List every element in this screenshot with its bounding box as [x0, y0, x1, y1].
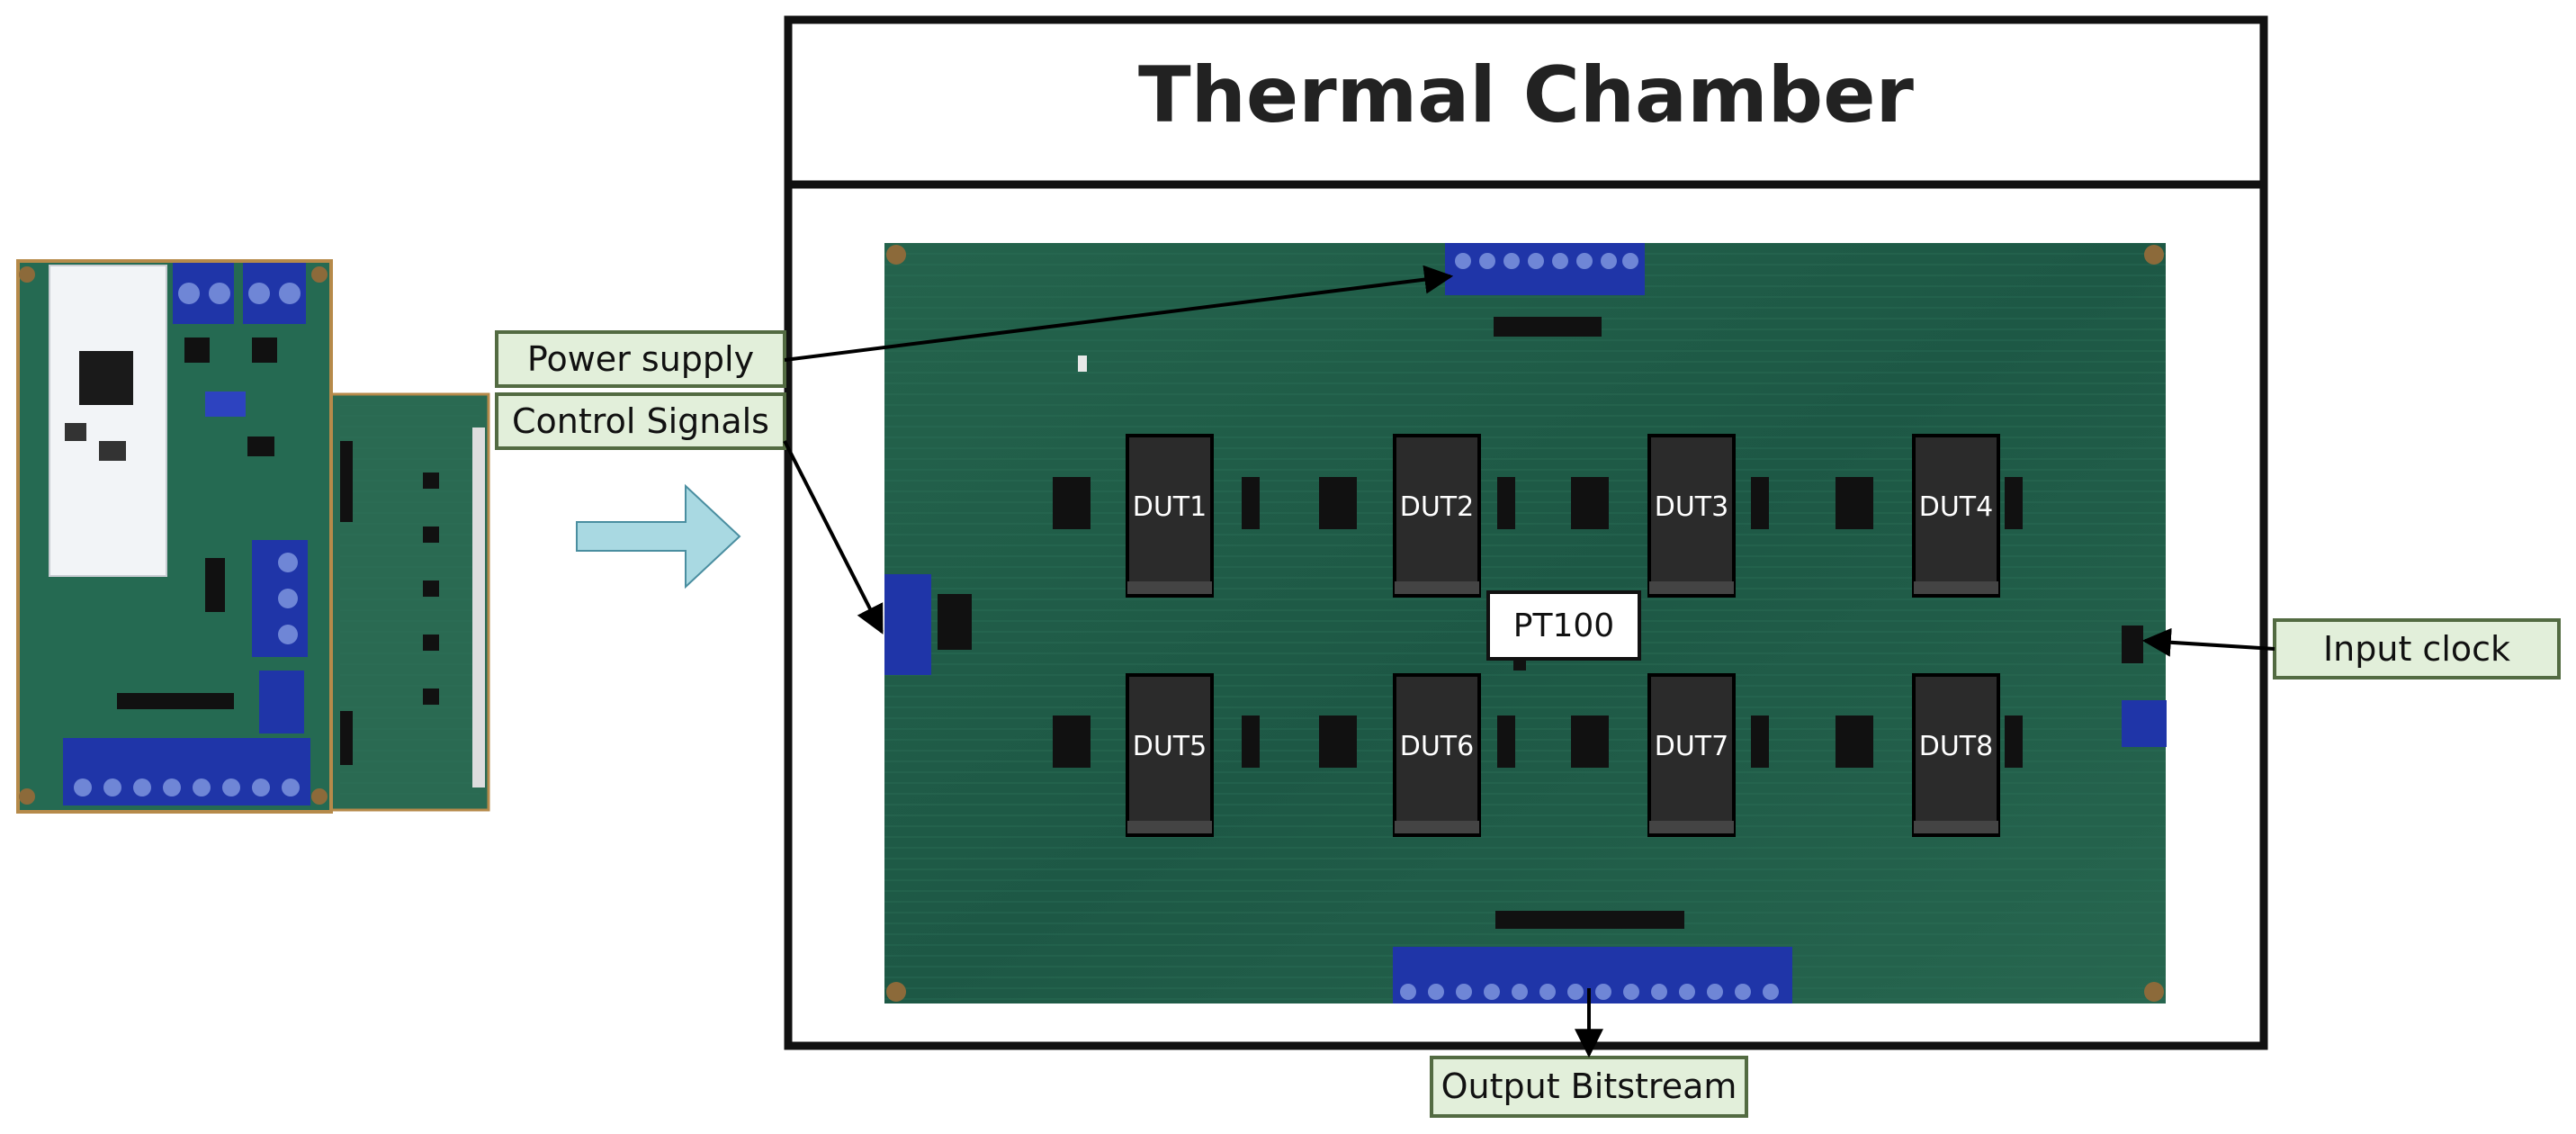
control-arrow — [783, 440, 884, 634]
thermal-chamber: Thermal Chamber — [784, 15, 2268, 1050]
control-connector-icon — [884, 574, 931, 675]
power-connector-icon — [1445, 243, 1645, 295]
callout-label: Input clock — [2323, 629, 2510, 669]
dut-chip: DUT1 — [1126, 434, 1214, 598]
callout-output-bitstream: Output Bitstream — [1430, 1056, 1748, 1118]
dut-chip: DUT4 — [1912, 434, 2000, 598]
callout-label: Control Signals — [512, 401, 769, 441]
dut-label: DUT7 — [1655, 731, 1728, 762]
dut-label: DUT4 — [1919, 491, 1993, 523]
callout-label: Power supply — [527, 339, 754, 379]
dut-label: DUT8 — [1919, 731, 1993, 762]
controller-board — [16, 259, 490, 814]
callout-input-clock: Input clock — [2273, 618, 2561, 680]
mcu-module — [49, 265, 167, 577]
chamber-title: Thermal Chamber — [1138, 50, 1915, 140]
dut-label: DUT1 — [1133, 491, 1207, 523]
dut-chip: DUT7 — [1647, 673, 1736, 837]
dut-chip: DUT2 — [1393, 434, 1481, 598]
dut-label: DUT3 — [1655, 491, 1728, 523]
output-connector-icon — [1393, 947, 1792, 1004]
callout-power-supply: Power supply — [495, 330, 786, 388]
dut-chip: DUT8 — [1912, 673, 2000, 837]
clock-arrow — [2141, 627, 2275, 657]
dut-chip: DUT6 — [1393, 673, 1481, 837]
clock-connector-icon — [2122, 626, 2143, 663]
flow-arrow-icon — [576, 483, 741, 590]
mcu-chip — [79, 351, 133, 405]
callout-control-signals: Control Signals — [495, 392, 786, 450]
dut-label: DUT6 — [1400, 731, 1474, 762]
power-arrow — [784, 265, 1454, 362]
terminal-strip-icon — [63, 738, 310, 806]
pt100-sensor: PT100 — [1486, 590, 1641, 670]
callout-label: Output Bitstream — [1441, 1066, 1737, 1106]
dut-chip: DUT5 — [1126, 673, 1214, 837]
pt100-label: PT100 — [1513, 608, 1614, 644]
dut-label: DUT2 — [1400, 491, 1474, 523]
dut-chip: DUT3 — [1647, 434, 1736, 598]
dut-label: DUT5 — [1133, 731, 1207, 762]
